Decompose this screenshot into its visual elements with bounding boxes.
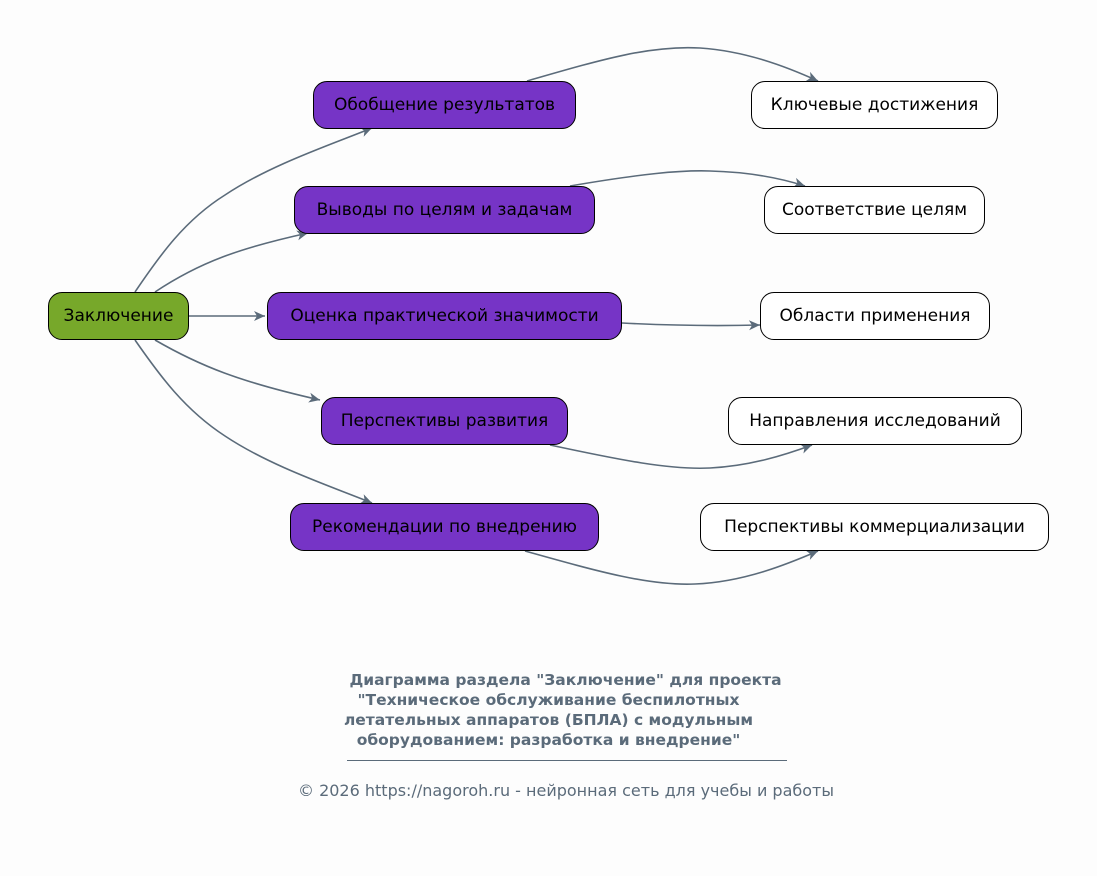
edge-section-2-leaf <box>569 170 806 188</box>
node-section-2[interactable]: Выводы по целям и задачам <box>294 186 595 234</box>
node-section-4[interactable]: Перспективы развития <box>321 397 568 445</box>
node-section-1[interactable]: Обобщение результатов <box>313 81 576 129</box>
edge-root-section-1 <box>134 127 373 293</box>
node-leaf-5[interactable]: Перспективы коммерциализации <box>700 503 1049 551</box>
node-leaf-3[interactable]: Области применения <box>760 292 990 340</box>
title-line: Диаграмма раздела "Заключение" для проек… <box>349 671 782 689</box>
node-leaf-2[interactable]: Соответствие целям <box>764 186 985 234</box>
edge-section-4-leaf <box>549 444 813 470</box>
title-line: летательных аппаратов (БПЛА) с модульным <box>343 711 754 729</box>
node-root[interactable]: Заключение <box>48 292 189 340</box>
footer-copyright: © 2026 https://nagoroh.ru - нейронная се… <box>297 781 834 800</box>
edge-root-section-4 <box>154 339 321 403</box>
node-leaf-1[interactable]: Ключевые достижения <box>751 81 998 129</box>
edge-root-section-2 <box>154 230 309 293</box>
edge-root-section-5 <box>134 339 373 504</box>
title-line: оборудованием: разработка и внедрение" <box>356 731 741 749</box>
node-leaf-4[interactable]: Направления исследований <box>728 397 1022 445</box>
edge-section-5-leaf <box>524 550 819 585</box>
node-section-5[interactable]: Рекомендации по внедрению <box>290 503 599 551</box>
edge-section-3-leaf <box>621 320 761 331</box>
edge-section-1-leaf <box>526 46 819 82</box>
title-separator <box>347 760 787 761</box>
diagram-title: Диаграмма раздела "Заключение" для проек… <box>0 670 1097 750</box>
title-line: "Техническое обслуживание беспилотных <box>357 691 740 709</box>
node-section-3[interactable]: Оценка практической значимости <box>267 292 622 340</box>
